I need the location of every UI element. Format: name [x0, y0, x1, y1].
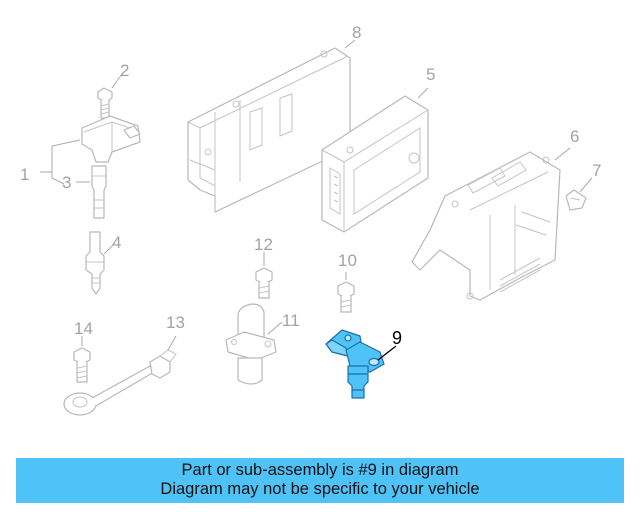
part-9-sensor-highlighted[interactable]: [325, 329, 385, 399]
part-8-bracket[interactable]: [187, 47, 351, 213]
callout-2: 2: [120, 61, 129, 80]
parts-diagram: 8 5 6 7 2: [20, 23, 601, 416]
callout-8: 8: [352, 23, 361, 42]
part-11-sensor[interactable]: [225, 303, 277, 385]
callout-14: 14: [74, 319, 93, 338]
banner-line-2: Diagram may not be specific to your vehi…: [160, 480, 480, 498]
part-12-bolt[interactable]: [255, 267, 273, 299]
part-5-control-module[interactable]: [321, 95, 429, 233]
callout-13: 13: [166, 313, 185, 332]
part-4-spark-plug[interactable]: [85, 231, 105, 295]
part-14-bolt[interactable]: [73, 347, 91, 383]
part-6-mount-bracket[interactable]: [411, 151, 561, 301]
callout-7: 7: [592, 161, 601, 180]
part-3-coil-boot[interactable]: [91, 165, 107, 219]
callout-1: 1: [20, 165, 29, 184]
part-13-knock-sensor[interactable]: [63, 349, 177, 416]
callout-4: 4: [112, 233, 121, 252]
callout-5: 5: [426, 65, 435, 84]
part-7-grommet[interactable]: [565, 189, 587, 211]
callout-3: 3: [62, 173, 71, 192]
callout-12: 12: [254, 235, 273, 254]
part-10-bolt[interactable]: [337, 281, 355, 313]
callout-10: 10: [338, 251, 357, 270]
callout-6: 6: [570, 127, 579, 146]
callout-9: 9: [392, 328, 402, 348]
part-2-bolt[interactable]: [97, 87, 113, 119]
callout-11: 11: [282, 311, 300, 330]
banner-line-1: Part or sub-assembly is #9 in diagram: [181, 461, 459, 479]
part-1-ignition-coil[interactable]: [81, 115, 141, 163]
info-banner: Part or sub-assembly is #9 in diagram Di…: [16, 458, 624, 503]
